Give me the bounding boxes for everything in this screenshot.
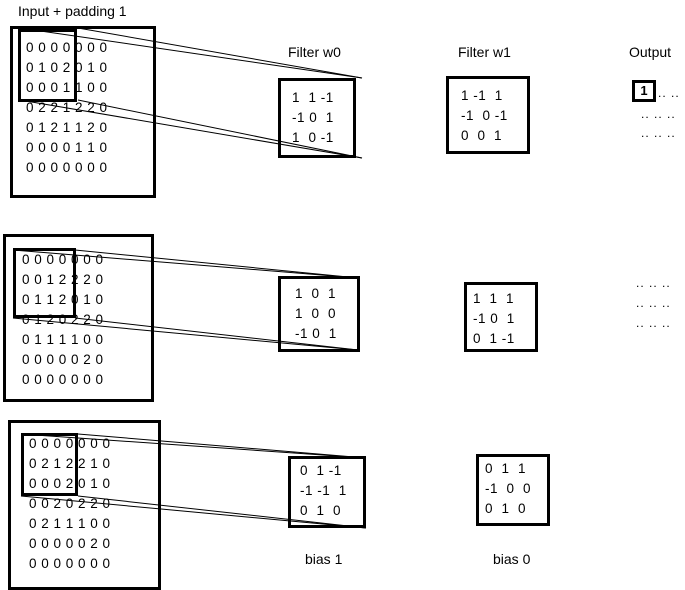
filter-row: -1 0 1 bbox=[292, 110, 334, 125]
input-row: 0 0 0 0 0 0 0 bbox=[29, 436, 111, 451]
filter-row: -1 0 1 bbox=[295, 326, 337, 341]
input-row: 0 0 1 2 2 2 0 bbox=[22, 272, 104, 287]
input-label: Input + padding 1 bbox=[18, 3, 127, 19]
input-row: 0 0 0 2 0 1 0 bbox=[29, 476, 111, 491]
output-dots: .. .. .. bbox=[641, 126, 676, 140]
filter-row: 0 1 -1 bbox=[300, 463, 342, 478]
filter-row: 1 0 -1 bbox=[292, 130, 334, 145]
input-row: 0 0 0 0 0 2 0 bbox=[22, 352, 104, 367]
input-row: 0 0 0 0 0 2 0 bbox=[29, 536, 111, 551]
input-row: 0 0 2 0 2 2 0 bbox=[29, 496, 111, 511]
output-dots: .. .. .. bbox=[636, 276, 671, 290]
filter-row: 0 1 -1 bbox=[473, 331, 515, 346]
output-dots: .. .. bbox=[658, 86, 680, 100]
input-row: 0 0 0 0 1 1 0 bbox=[26, 140, 108, 155]
bias-w0-label: bias 1 bbox=[305, 551, 343, 567]
filter-row: 1 -1 1 bbox=[461, 88, 503, 103]
receptive-window-2 bbox=[13, 248, 76, 318]
filter-row: -1 0 0 bbox=[485, 481, 532, 496]
receptive-window-3 bbox=[21, 433, 78, 496]
filter-w0-label: Filter w0 bbox=[288, 44, 341, 60]
input-slice-1 bbox=[10, 26, 156, 198]
output-first-value: 1 bbox=[632, 80, 656, 102]
filter-row: 1 1 -1 bbox=[292, 90, 334, 105]
filter-row: 0 1 1 bbox=[485, 461, 527, 476]
input-slice-2 bbox=[3, 234, 154, 402]
filter-w1-slice-3 bbox=[476, 454, 550, 526]
input-row: 0 1 2 0 2 2 0 bbox=[22, 312, 104, 327]
filter-w0-slice-1 bbox=[278, 78, 356, 158]
filter-row: 0 0 1 bbox=[461, 128, 503, 143]
input-row: 0 1 2 1 1 2 0 bbox=[26, 120, 108, 135]
input-slice-3 bbox=[8, 420, 161, 590]
input-row: 0 2 1 1 1 0 0 bbox=[29, 516, 111, 531]
filter-w1-slice-1 bbox=[446, 76, 530, 154]
input-row: 0 1 1 1 1 0 0 bbox=[22, 332, 104, 347]
filter-w0-slice-3 bbox=[288, 456, 366, 528]
input-row: 0 2 1 2 2 1 0 bbox=[29, 456, 111, 471]
input-row: 0 2 2 1 2 2 0 bbox=[26, 100, 108, 115]
filter-row: -1 0 -1 bbox=[461, 108, 508, 123]
input-row: 0 0 0 0 0 0 0 bbox=[22, 372, 104, 387]
output-dots: .. .. .. bbox=[636, 316, 671, 330]
input-row: 0 0 0 0 0 0 0 bbox=[26, 40, 108, 55]
filter-w1-slice-2 bbox=[464, 282, 538, 352]
filter-row: 1 0 1 bbox=[295, 286, 337, 301]
filter-w1-label: Filter w1 bbox=[458, 44, 511, 60]
input-row: 0 1 1 2 0 1 0 bbox=[22, 292, 104, 307]
input-row: 0 0 0 1 1 0 0 bbox=[26, 80, 108, 95]
filter-row: -1 0 1 bbox=[473, 311, 515, 326]
input-row: 0 0 0 0 0 0 0 bbox=[26, 160, 108, 175]
input-row: 0 0 0 0 0 0 0 bbox=[29, 556, 111, 571]
filter-row: 0 1 0 bbox=[300, 503, 342, 518]
filter-row: -1 -1 1 bbox=[300, 483, 347, 498]
filter-w0-slice-2 bbox=[278, 276, 360, 352]
bias-w1-label: bias 0 bbox=[493, 551, 531, 567]
filter-row: 1 1 1 bbox=[473, 291, 515, 306]
filter-row: 1 0 0 bbox=[295, 306, 337, 321]
receptive-window-1 bbox=[18, 29, 77, 102]
input-row: 0 1 0 2 0 1 0 bbox=[26, 60, 108, 75]
output-label: Output bbox=[629, 44, 672, 60]
filter-row: 0 1 0 bbox=[485, 501, 527, 516]
input-row: 0 0 0 0 0 0 0 bbox=[22, 252, 104, 267]
output-dots: .. .. .. bbox=[636, 296, 671, 310]
output-dots: .. .. .. bbox=[641, 107, 676, 121]
